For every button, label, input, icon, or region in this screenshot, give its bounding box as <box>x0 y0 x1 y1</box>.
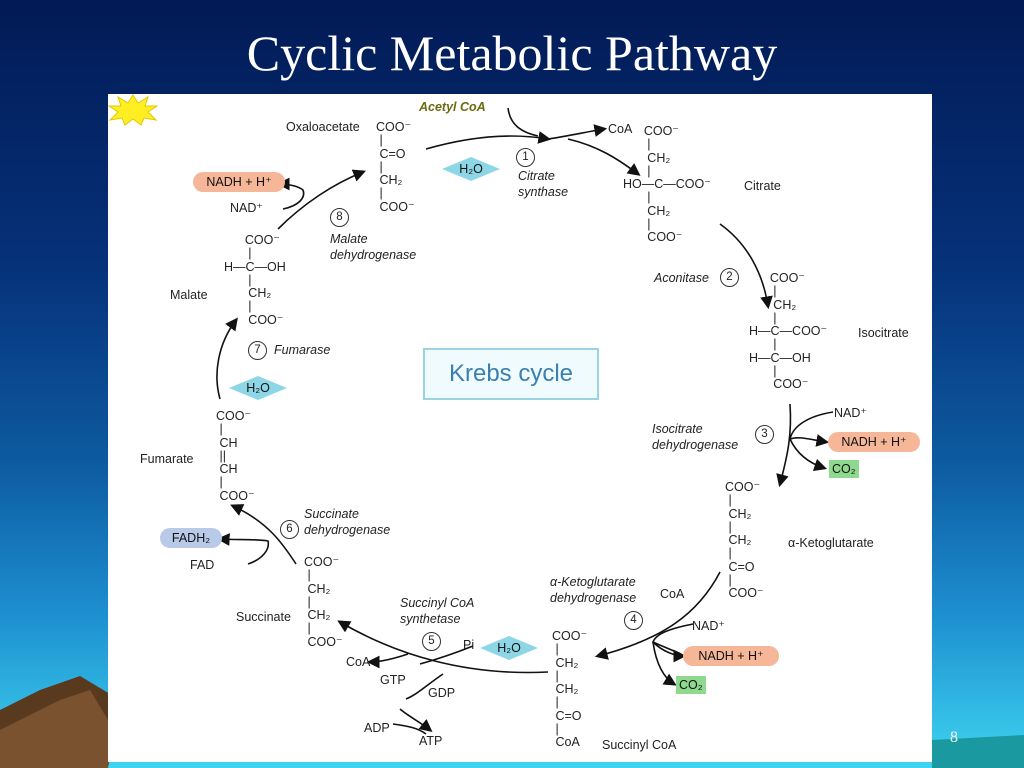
nad-step-8: NAD⁺ <box>230 201 263 215</box>
succinate-structure: COO⁻ | CH₂ | CH₂ | COO⁻ <box>304 555 343 649</box>
step-7-number: 7 <box>248 341 267 360</box>
enzyme-5-line-1: Succinyl CoA <box>400 596 475 610</box>
ketoglutarate-structure: COO⁻ | CH₂ | CH₂ | C=O | COO⁻ <box>725 480 764 601</box>
enzyme-8-line-1: Malate <box>330 232 368 246</box>
arrow-step-4 <box>594 571 721 660</box>
arrows-layer <box>216 107 834 735</box>
succinyl-coa-label: Succinyl CoA <box>602 738 677 752</box>
fad-step-6: FAD <box>190 558 215 572</box>
enzyme-2-name: Aconitase <box>654 271 709 285</box>
enzyme-7-name: Fumarase <box>274 343 331 357</box>
arrow-fad-6 <box>216 533 270 565</box>
arrow-co2-3 <box>789 438 828 472</box>
enzyme-1-line-2: synthase <box>518 185 569 199</box>
adp-label: ADP <box>364 721 390 735</box>
krebs-cycle-figure: Acetyl CoA Oxaloacetate Citrate Isocitra… <box>108 94 932 762</box>
gdp-label: GDP <box>428 686 456 700</box>
arrow-co2-4 <box>652 641 677 686</box>
arrow-nadh-4 <box>652 641 687 663</box>
enzyme-6-line-2: dehydrogenase <box>304 523 391 537</box>
succinyl-coa-structure: COO⁻ | CH₂ | CH₂ | C=O | CoA <box>552 629 588 750</box>
krebs-cycle-label: Krebs cycle <box>423 348 599 400</box>
arrow-citrate-in <box>567 138 641 176</box>
malate-structure: COO⁻ | H—C—OH | CH₂ | COO⁻ <box>224 233 286 327</box>
nadh-step-8: NADH + H⁺ <box>193 172 285 192</box>
arrow-gdp-gtp <box>405 673 444 700</box>
arrow-nad-8 <box>276 177 305 210</box>
atp-starburst <box>108 94 158 126</box>
step-8-number: 8 <box>330 208 349 227</box>
arrow-coa-out-5 <box>366 653 409 669</box>
step-2-number: 2 <box>720 268 739 287</box>
enzyme-1-line-1: Citrate <box>518 169 555 183</box>
fadh2-step-6: FADH₂ <box>160 528 222 548</box>
ketoglutarate-label: α-Ketoglutarate <box>788 536 874 550</box>
arrow-step-5 <box>337 620 549 674</box>
arrow-step-8 <box>277 169 366 230</box>
enzyme-3-line-1: Isocitrate <box>652 422 703 436</box>
coa-in-4: CoA <box>660 587 685 601</box>
slide-title: Cyclic Metabolic Pathway <box>246 25 778 81</box>
arrow-step-7 <box>216 317 238 400</box>
arrow-coa-out-1 <box>547 124 608 140</box>
nadh-step-4: NADH + H⁺ <box>683 646 779 666</box>
arrow-nad-3 <box>788 411 834 447</box>
nadh-step-3: NADH + H⁺ <box>828 432 920 452</box>
succinate-label: Succinate <box>236 610 291 624</box>
coa-out-1: CoA <box>608 122 633 136</box>
fumarate-label: Fumarate <box>140 452 194 466</box>
gtp-label: GTP <box>380 673 406 687</box>
arrow-step-3 <box>776 403 792 488</box>
step-1-number: 1 <box>516 148 535 167</box>
fumarate-structure: COO⁻ | CH || CH | COO⁻ <box>216 409 255 503</box>
slide-number: 8 <box>950 729 958 746</box>
enzyme-6-line-1: Succinate <box>304 507 359 521</box>
arrow-step-6 <box>230 504 297 565</box>
h2o-step-5: H₂O <box>480 636 538 660</box>
arrow-step-1 <box>425 131 552 150</box>
h2o-step-1: H₂O <box>442 157 500 181</box>
step-6-number: 6 <box>280 520 299 539</box>
coa-out-5: CoA <box>346 655 371 669</box>
citrate-structure: COO⁻ | CH₂ | HO—C—COO⁻ | CH₂ | COO⁻ <box>623 124 711 245</box>
oxaloacetate-label: Oxaloacetate <box>286 120 360 134</box>
h2o-step-7: H₂O <box>229 376 287 400</box>
acetyl-coa-label: Acetyl CoA <box>419 100 486 114</box>
nad-step-4: NAD⁺ <box>692 619 725 633</box>
citrate-label: Citrate <box>744 179 781 193</box>
enzyme-4-line-1: α-Ketoglutarate <box>550 575 636 589</box>
oxaloacetate-structure: COO⁻ | C=O | CH₂ | COO⁻ <box>376 120 415 214</box>
enzyme-4-line-2: dehydrogenase <box>550 591 637 605</box>
step-3-number: 3 <box>755 425 774 444</box>
pi-step-5: Pi <box>463 638 475 652</box>
arrow-adp-in <box>392 723 427 735</box>
nad-step-3: NAD⁺ <box>834 406 867 420</box>
enzyme-8-line-2: dehydrogenase <box>330 248 417 262</box>
isocitrate-label: Isocitrate <box>858 326 909 340</box>
arrow-acetyl-in <box>507 107 539 137</box>
co2-step-3: CO₂ <box>829 460 859 478</box>
step-5-number: 5 <box>422 632 441 651</box>
enzyme-3-line-2: dehydrogenase <box>652 438 739 452</box>
isocitrate-structure: COO⁻ | CH₂ | H—C—COO⁻ | H—C—OH | COO⁻ <box>749 271 828 392</box>
atp-label: ATP <box>419 734 443 748</box>
step-4-number: 4 <box>624 611 643 630</box>
arrow-step-2 <box>719 223 773 310</box>
enzyme-5-line-2: synthetase <box>400 612 461 626</box>
arrow-pi-in-5 <box>419 645 474 665</box>
co2-step-4: CO₂ <box>676 676 706 694</box>
arrow-gtp-atp <box>399 708 433 732</box>
malate-label: Malate <box>170 288 208 302</box>
